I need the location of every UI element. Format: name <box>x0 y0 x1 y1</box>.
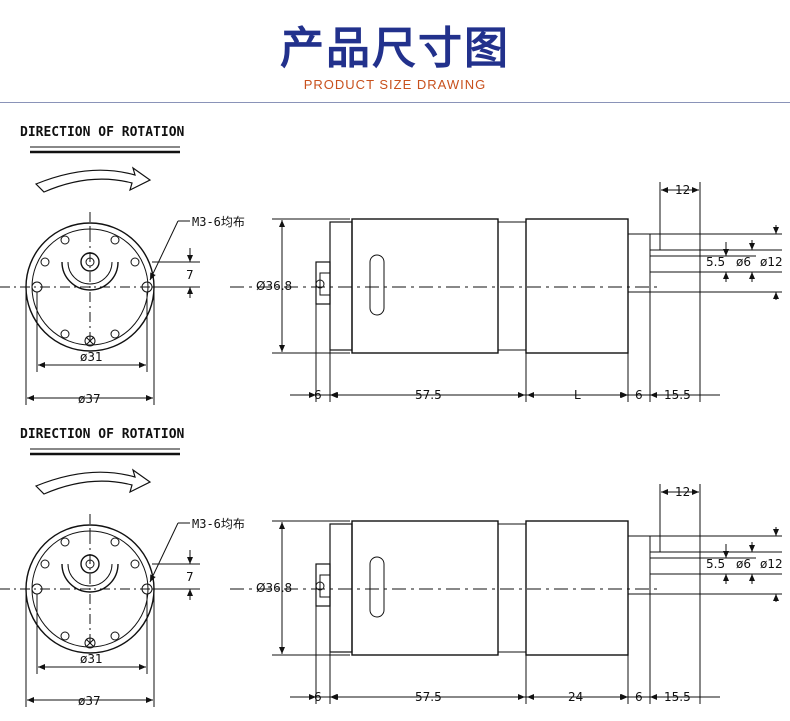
dim-motor: 57.5 <box>415 690 442 704</box>
mount-note: M3-6均布 <box>192 517 245 531</box>
dim-terminal: 6 <box>314 690 322 704</box>
dim-terminal: 6 <box>314 388 322 402</box>
shaft-flat: 5.5 <box>706 557 725 571</box>
drawing-2: DIRECTION OF ROTATION M3-6均布 7 <box>0 427 783 708</box>
page-subtitle: PRODUCT SIZE DRAWING <box>303 77 487 92</box>
mount-note: M3-6均布 <box>192 215 245 229</box>
shaft-diameter: ø6 <box>736 255 751 269</box>
page-title: 产品尺寸图 <box>280 23 510 74</box>
motor-side-view <box>230 520 701 656</box>
bolt-circle-dim: ø31 <box>80 350 103 364</box>
flange-front-view <box>0 514 170 654</box>
rotation-arrow-icon <box>34 166 152 193</box>
dim-shaft-out: 15.5 <box>664 690 691 704</box>
flange-dim: ø37 <box>78 694 101 708</box>
bolt-circle-dim: ø31 <box>80 652 103 666</box>
boss-diameter: ø12 <box>760 557 783 571</box>
boss-diameter: ø12 <box>760 255 783 269</box>
dim-boss: 6 <box>635 388 643 402</box>
rotation-heading: DIRECTION OF ROTATION <box>20 125 185 140</box>
offset-dim: 7 <box>186 570 194 584</box>
body-diameter: Ø36.8 <box>256 581 292 595</box>
header-divider <box>0 102 790 103</box>
dim-gearbox: L <box>574 388 581 402</box>
shaft-flat: 5.5 <box>706 255 725 269</box>
dim-boss: 6 <box>635 690 643 704</box>
dim-motor: 57.5 <box>415 388 442 402</box>
shaft-length: 12 <box>675 183 690 197</box>
dim-shaft-out: 15.5 <box>664 388 691 402</box>
offset-dim: 7 <box>186 268 194 282</box>
flange-dim: ø37 <box>78 392 101 406</box>
rotation-heading: DIRECTION OF ROTATION <box>20 427 185 442</box>
dim-gearbox: 24 <box>568 690 583 704</box>
shaft-diameter: ø6 <box>736 557 751 571</box>
body-diameter: Ø36.8 <box>256 279 292 293</box>
rotation-arrow-icon <box>34 468 152 495</box>
drawing-1: DIRECTION OF ROTATION M3-6均布 <box>0 125 783 406</box>
shaft-length: 12 <box>675 485 690 499</box>
motor-side-view <box>230 218 701 354</box>
